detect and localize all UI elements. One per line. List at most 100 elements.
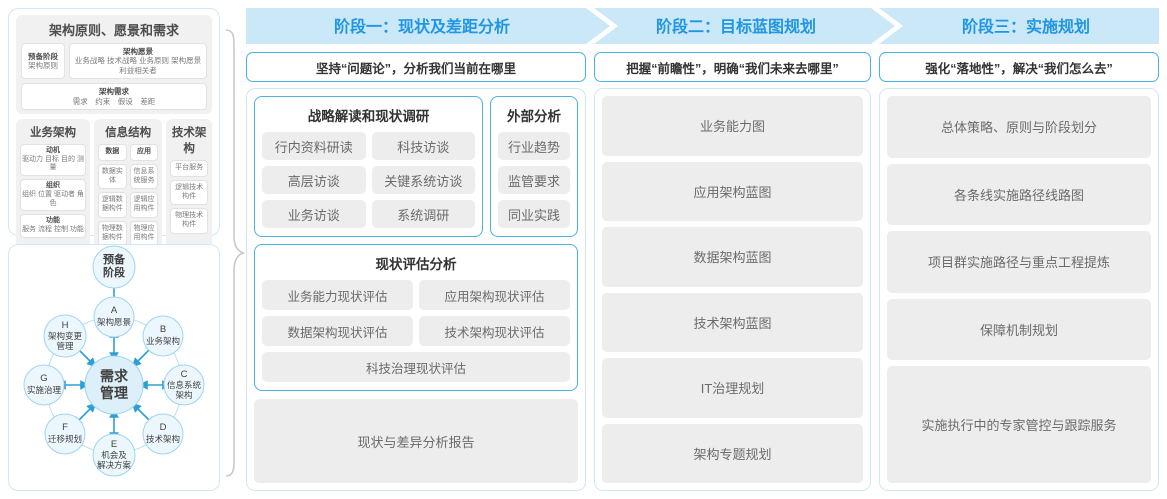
chip-gap-analysis-report[interactable]: 现状与差异分析报告 xyxy=(254,399,578,483)
business-architecture-column: 业务架构 动机 驱动力 目标 目的 测量 组织 组织 位置 驱动者 角色 功能 … xyxy=(16,118,90,252)
phase3-subtitle: 强化“落地性”，解决“我们怎么去” xyxy=(879,52,1159,82)
adm-node-g-label: 实施治理 xyxy=(27,385,62,395)
architecture-principles-block: 架构原则、愿景和需求 预备阶段 架构原则 架构愿景 业务战略 技术战略 业务原则… xyxy=(16,15,212,114)
phase1-report: 现状与差异分析报告 xyxy=(254,399,578,483)
chip-tech-interview[interactable]: 科技访谈 xyxy=(371,132,475,160)
column-title: 信息结构 xyxy=(105,126,152,139)
adm-node-c-label1: 信息系统 xyxy=(167,380,202,390)
adm-node-h-label2: 管理 xyxy=(56,341,74,351)
chip-business-interview[interactable]: 业务访谈 xyxy=(262,200,366,228)
adm-center-circle xyxy=(84,355,144,415)
prep-phase-cell: 预备阶段 架构原则 xyxy=(21,43,65,80)
phase1-top-cards: 战略解读和现状调研 行内资料研读 科技访谈 高层访谈 关键系统访谈 xyxy=(254,96,578,237)
phase2-body: 业务能力图 应用架构蓝图 数据架构蓝图 技术架构蓝图 IT治理规划 架构专题规划 xyxy=(594,88,871,491)
adm-node-prep-line1: 预备 xyxy=(103,252,126,266)
chip-row: 科技治理现状评估 xyxy=(262,352,570,382)
assessment-chips: 业务能力现状评估 应用架构现状评估 数据架构现状评估 技术架构现状评估 科技治理… xyxy=(262,280,570,382)
chip-system-survey[interactable]: 系统调研 xyxy=(371,200,475,228)
physical-technology-component: 物理技术构件 xyxy=(170,208,209,234)
cell-sub: 服务 流程 控制 功能 xyxy=(22,226,84,234)
chip-it-governance-assessment[interactable]: 科技治理现状评估 xyxy=(262,352,570,382)
adm-cycle-diagram: 需求 管理 预备 阶段 A 架构愿景 B 业务架构 C 信息系统 架构 xyxy=(23,245,205,477)
chip-program-path-and-key-projects[interactable]: 项目群实施路径与重点工程提炼 xyxy=(887,231,1151,293)
togaf-content-framework-panel: 架构原则、愿景和需求 预备阶段 架构原则 架构愿景 业务战略 技术战略 业务原则… xyxy=(8,8,220,301)
adm-node-c-label2: 架构 xyxy=(175,390,192,400)
adm-node-c-key: C xyxy=(181,369,188,380)
chip-business-capability-map[interactable]: 业务能力图 xyxy=(602,96,863,156)
phase2-header-text: 阶段二：目标蓝图规划 xyxy=(656,17,816,36)
adm-cycle-panel: 需求 管理 预备 阶段 A 架构愿景 B 业务架构 C 信息系统 架构 xyxy=(8,244,220,491)
chip-regulatory-requirement[interactable]: 监管要求 xyxy=(498,166,570,194)
business-item-organization: 组织 组织 位置 驱动者 角色 xyxy=(20,179,86,212)
adm-node-h-label1: 架构变更 xyxy=(48,331,83,341)
chip-expert-control-and-tracking[interactable]: 实施执行中的专家管控与跟踪服务 xyxy=(887,366,1151,484)
chip-application-architecture-assessment[interactable]: 应用架构现状评估 xyxy=(419,280,570,310)
phase3-items: 总体策略、原则与阶段划分 各条线实施路径线路图 项目群实施路径与重点工程提炼 保… xyxy=(887,96,1151,484)
chip-row: 业务访谈 系统调研 xyxy=(262,200,475,228)
phase-body-row: 战略解读和现状调研 行内资料研读 科技访谈 高层访谈 关键系统访谈 xyxy=(246,88,1159,491)
phase1-header-bg xyxy=(246,8,610,44)
card-title: 战略解读和现状调研 xyxy=(307,109,430,124)
chip-technology-architecture-assessment[interactable]: 技术架构现状评估 xyxy=(419,316,570,346)
cell-sub: 组织 位置 驱动者 角色 xyxy=(22,190,84,207)
cell-title: 架构需求 xyxy=(99,87,129,97)
chip-technology-architecture-blueprint[interactable]: 技术架构蓝图 xyxy=(602,292,863,352)
chip-row: 数据架构现状评估 技术架构现状评估 xyxy=(262,316,570,346)
chip-business-capability-assessment[interactable]: 业务能力现状评估 xyxy=(262,280,413,310)
chip-internal-material[interactable]: 行内资料研读 xyxy=(262,132,366,160)
application-head: 应用 xyxy=(129,143,159,161)
chip-architecture-topic-plan[interactable]: 架构专题规划 xyxy=(602,423,863,483)
chip-key-system-interview[interactable]: 关键系统访谈 xyxy=(371,166,475,194)
adm-node-f xyxy=(44,413,86,455)
architecture-requirement-cell: 架构需求 需求 约束 假设 差距 xyxy=(21,83,207,110)
cell-title: 组织 xyxy=(45,182,60,190)
vision-row: 预备阶段 架构原则 架构愿景 业务战略 技术战略 业务原则 架构愿景 利益相关者 xyxy=(21,43,207,80)
adm-node-a-key: A xyxy=(111,305,118,316)
adm-node-b-label: 业务架构 xyxy=(146,336,180,346)
adm-node-f-label: 迁移规划 xyxy=(48,434,82,444)
phase-header-band: 阶段一：现状及差距分析 阶段二：目标蓝图规划 阶段三：实施规划 xyxy=(246,8,1159,44)
logical-technology-component: 逻辑技术构件 xyxy=(170,179,209,206)
chip-peer-practice[interactable]: 同业实践 xyxy=(498,200,570,228)
chip-it-governance-plan[interactable]: IT治理规划 xyxy=(602,358,863,418)
phases-area: 阶段一：现状及差距分析 阶段二：目标蓝图规划 阶段三：实施规划 坚持“问题论”，… xyxy=(246,8,1159,491)
strategy-research-chips: 行内资料研读 科技访谈 高层访谈 关键系统访谈 业务访谈 系统调研 xyxy=(262,132,475,228)
adm-node-d-label: 技术架构 xyxy=(146,434,180,444)
card-title: 现状评估分析 xyxy=(375,257,457,272)
chip-row: 行内资料研读 科技访谈 xyxy=(262,132,475,160)
logical-application-component: 逻辑应用构件 xyxy=(129,192,159,218)
cell-title: 应用 xyxy=(136,148,151,155)
chip-line-implementation-roadmap[interactable]: 各条线实施路径线路图 xyxy=(887,163,1151,226)
cell-sub: 架构原则 xyxy=(28,61,58,71)
adm-node-d-key: D xyxy=(160,422,167,433)
architecture-vision-cell: 架构愿景 业务战略 技术战略 业务原则 架构愿景 利益相关者 xyxy=(69,43,207,80)
logical-data-component: 逻辑数据构件 xyxy=(97,192,127,218)
chip-assurance-mechanism-plan[interactable]: 保障机制规划 xyxy=(887,298,1151,361)
adm-center-line1: 需求 xyxy=(100,368,129,384)
phase3-header-text: 阶段三：实施规划 xyxy=(962,17,1090,36)
adm-node-b-key: B xyxy=(160,324,166,335)
physical-data-component: 物理数据构件 xyxy=(97,220,127,247)
information-structure-column: 信息结构 数据 数据实体 逻辑数据构件 物理数据构件 应用 信息系统服务 逻辑应… xyxy=(93,118,163,252)
chip-industry-trend[interactable]: 行业趋势 xyxy=(498,132,570,160)
adm-node-h-key: H xyxy=(62,320,69,331)
chip-data-architecture-assessment[interactable]: 数据架构现状评估 xyxy=(262,316,413,346)
information-subcolumns: 数据 数据实体 逻辑数据构件 物理数据构件 应用 信息系统服务 逻辑应用构件 物… xyxy=(97,143,159,247)
information-system-service: 信息系统服务 xyxy=(129,163,159,190)
adm-node-prep-line2: 阶段 xyxy=(103,265,125,279)
phase2-subtitle: 把握“前瞻性”，明确“我们未来去哪里” xyxy=(594,52,871,82)
chip-exec-interview[interactable]: 高层访谈 xyxy=(262,166,366,194)
chip-application-architecture-blueprint[interactable]: 应用架构蓝图 xyxy=(602,161,863,221)
adm-node-d xyxy=(142,413,184,455)
adm-node-c xyxy=(163,364,205,406)
platform-service: 平台服务 xyxy=(170,159,209,177)
adm-node-b xyxy=(142,315,184,357)
phase1-body: 战略解读和现状调研 行内资料研读 科技访谈 高层访谈 关键系统访谈 xyxy=(246,88,586,491)
chip-overall-strategy[interactable]: 总体策略、原则与阶段划分 xyxy=(887,96,1151,158)
cell-sub: 驱动力 目标 目的 测量 xyxy=(22,155,84,172)
chip-data-architecture-blueprint[interactable]: 数据架构蓝图 xyxy=(602,227,863,287)
phase-subtitle-row: 坚持“问题论”，分析我们当前在哪里 把握“前瞻性”，明确“我们未来去哪里” 强化… xyxy=(246,52,1159,82)
cell-sub: 业务战略 技术战略 业务原则 架构愿景 利益相关者 xyxy=(74,56,202,75)
external-analysis-card: 外部分析 行业趋势 监管要求 同业实践 xyxy=(490,96,578,237)
